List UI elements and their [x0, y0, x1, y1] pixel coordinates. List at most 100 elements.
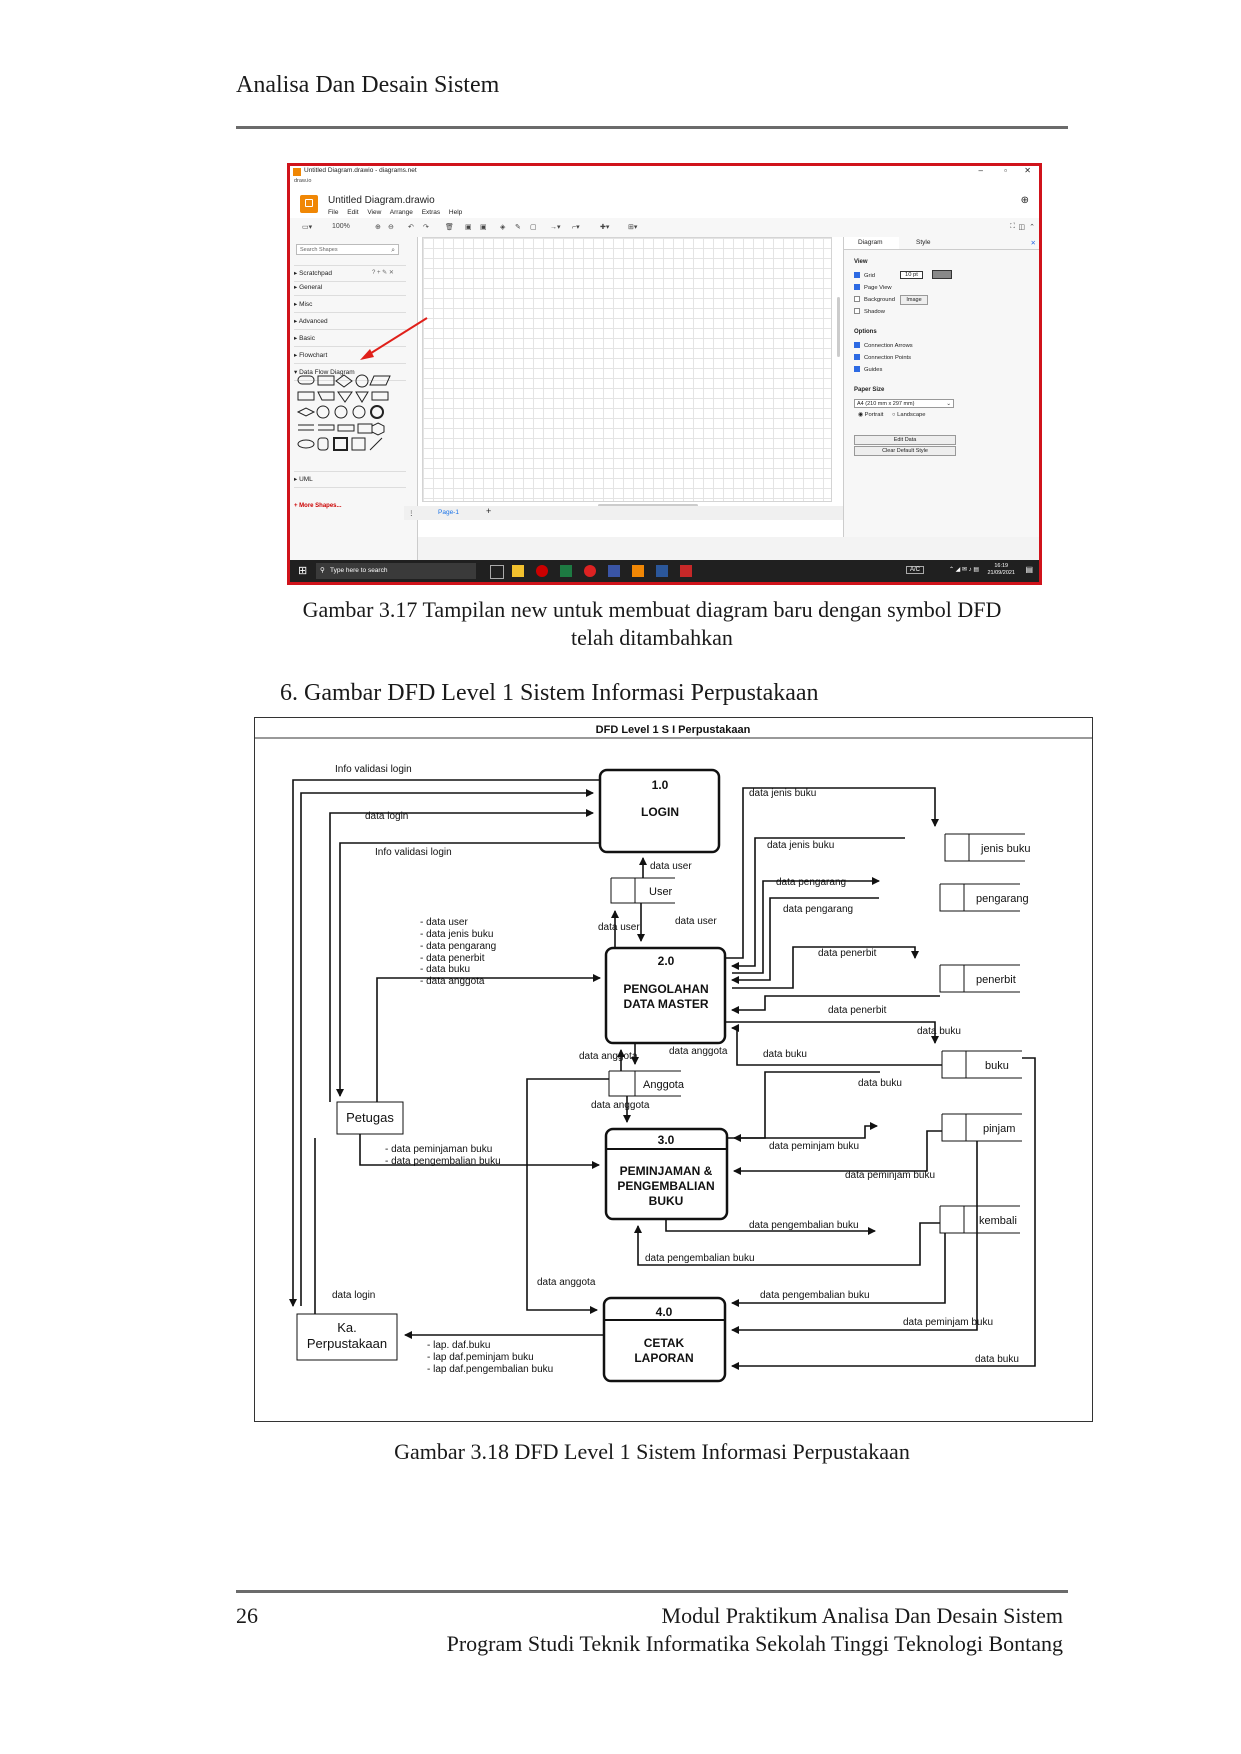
dfd-shapes[interactable]: [296, 374, 406, 454]
connection-icon[interactable]: →▾: [550, 224, 561, 231]
tab-diagram[interactable]: Diagram: [858, 239, 883, 246]
menu-file[interactable]: File: [328, 209, 339, 216]
scratchpad-tools-icon[interactable]: ? + ✎ ✕: [372, 270, 394, 276]
section-general[interactable]: ▸ General: [294, 280, 406, 296]
image-button[interactable]: Image: [900, 295, 928, 305]
checkbox-checked[interactable]: [854, 284, 860, 290]
master-list-1: - data user: [420, 917, 468, 928]
checkbox-checked[interactable]: [854, 342, 860, 348]
checkbox-unchecked[interactable]: [854, 296, 860, 302]
page-view-checkbox[interactable]: Page View: [854, 284, 892, 291]
checkbox-unchecked[interactable]: [854, 308, 860, 314]
to-front-icon[interactable]: ▣: [465, 224, 472, 231]
app-small-label: draw.io: [294, 178, 312, 184]
menu-edit[interactable]: Edit: [347, 209, 359, 216]
connection-points-checkbox[interactable]: Connection Points: [854, 354, 911, 361]
background-checkbox[interactable]: Background: [854, 296, 895, 303]
landscape-radio[interactable]: ○ Landscape: [892, 412, 926, 418]
shadow-checkbox[interactable]: Shadow: [854, 308, 885, 315]
restore-icon[interactable]: ▫: [1004, 166, 1007, 175]
file-name[interactable]: Untitled Diagram.drawio: [328, 195, 435, 206]
menu-view[interactable]: View: [367, 209, 382, 216]
app-blue-icon[interactable]: [608, 565, 620, 577]
view-heading: View: [854, 259, 868, 265]
search-icon[interactable]: ⌕: [391, 247, 395, 254]
guides-checkbox[interactable]: Guides: [854, 366, 882, 373]
undo-icon[interactable]: ↶: [408, 224, 414, 231]
file-explorer-icon[interactable]: [512, 565, 524, 577]
line-color-icon[interactable]: ✎: [515, 224, 521, 231]
process-2-pengolahan: [604, 946, 727, 1045]
flow-p2-penerbit: [732, 946, 919, 989]
delete-icon[interactable]: 🗑: [445, 224, 454, 231]
shadow-icon[interactable]: ▢: [530, 224, 537, 231]
section-uml[interactable]: ▸ UML: [294, 471, 406, 488]
tab-style[interactable]: Style: [916, 239, 931, 246]
section-scratchpad[interactable]: ▸ Scratchpad? + ✎ ✕: [294, 265, 406, 282]
search-shapes-input[interactable]: Search Shapes ⌕: [296, 244, 399, 255]
section-flowchart[interactable]: ▸ Flowchart: [294, 348, 406, 364]
pages-menu-icon[interactable]: ⋮: [408, 510, 415, 517]
redo-icon[interactable]: ↷: [423, 224, 429, 231]
section-basic[interactable]: ▸ Basic: [294, 331, 406, 347]
section-advanced[interactable]: ▸ Advanced: [294, 314, 406, 330]
menu-extras[interactable]: Extras: [421, 209, 441, 216]
word-icon[interactable]: [656, 565, 668, 577]
collapse-icon[interactable]: ⌃: [1029, 224, 1035, 231]
label-data-anggota-1: data anggota: [579, 1051, 638, 1062]
process-4-name2: LAPORAN: [634, 1351, 693, 1365]
section-data-flow-diagram[interactable]: ▾ Data Flow Diagram: [294, 365, 406, 381]
vertical-scrollbar[interactable]: [837, 297, 840, 357]
add-page-icon[interactable]: +: [486, 506, 492, 516]
system-tray-icon[interactable]: ⌃ ◢ ✉ ♪ ▤: [948, 567, 979, 573]
grid-size-input[interactable]: 10 pt: [900, 271, 923, 279]
table-icon[interactable]: ⊞▾: [628, 224, 638, 231]
checkbox-checked[interactable]: [854, 272, 860, 278]
connection-arrows-checkbox[interactable]: Connection Arrows: [854, 342, 913, 349]
globe-icon[interactable]: ⊕: [1020, 195, 1029, 206]
excel-icon[interactable]: [560, 565, 572, 577]
horizontal-scrollbar[interactable]: [598, 504, 698, 507]
pdf-icon[interactable]: [680, 565, 692, 577]
store-buku-label: buku: [985, 1060, 1009, 1072]
opera-icon[interactable]: [536, 565, 548, 577]
more-shapes-link[interactable]: + More Shapes...: [294, 503, 342, 509]
edit-data-button[interactable]: Edit Data: [854, 435, 956, 445]
view-panels-icon[interactable]: ▭▾: [302, 224, 313, 231]
fill-color-icon[interactable]: ◈: [500, 224, 506, 231]
waypoints-icon[interactable]: ⌐▾: [572, 224, 580, 231]
grid-checkbox[interactable]: Grid: [854, 272, 875, 279]
portrait-radio[interactable]: ◉ Portrait: [858, 412, 884, 418]
checkbox-checked[interactable]: [854, 354, 860, 360]
fullscreen-icon[interactable]: ⛶: [1010, 223, 1015, 230]
section-misc[interactable]: ▸ Misc: [294, 297, 406, 313]
minimize-icon[interactable]: –: [978, 166, 983, 175]
zoom-select[interactable]: 100%: [332, 223, 350, 230]
to-back-icon[interactable]: ▣: [480, 224, 487, 231]
windows-start-icon[interactable]: ⊞: [298, 565, 308, 577]
diagram-canvas[interactable]: [418, 237, 844, 537]
menu-arrange[interactable]: Arrange: [389, 209, 413, 216]
label-info-validasi-2: Info validasi login: [375, 847, 452, 858]
menu-help[interactable]: Help: [448, 209, 463, 216]
insert-icon[interactable]: ✚▾: [600, 224, 610, 231]
zoom-in-icon[interactable]: ⊕: [375, 224, 381, 231]
zoom-out-icon[interactable]: ⊖: [388, 224, 394, 231]
keyboard-language[interactable]: A/C: [905, 566, 924, 574]
close-icon[interactable]: ✕: [1024, 166, 1031, 175]
close-panel-icon[interactable]: ✕: [1030, 240, 1036, 247]
grid-color-swatch[interactable]: [932, 270, 952, 279]
task-view-icon[interactable]: [490, 565, 504, 579]
notification-icon[interactable]: ▤: [1025, 565, 1033, 574]
clear-default-style-button[interactable]: Clear Default Style: [854, 446, 956, 456]
label-data-buku-2: data buku: [763, 1049, 807, 1060]
paper-size-select[interactable]: A4 (210 mm x 297 mm)⌄: [854, 399, 954, 408]
app-red-icon[interactable]: [584, 565, 596, 577]
tab-page-1[interactable]: Page-1: [438, 509, 459, 516]
format-panel-icon[interactable]: ◫: [1018, 224, 1025, 231]
checkbox-checked[interactable]: [854, 366, 860, 372]
store-pinjam: [941, 1113, 1022, 1142]
taskbar-search[interactable]: ⚲Type here to search: [316, 563, 476, 579]
drawio-taskbar-icon[interactable]: [632, 565, 644, 577]
